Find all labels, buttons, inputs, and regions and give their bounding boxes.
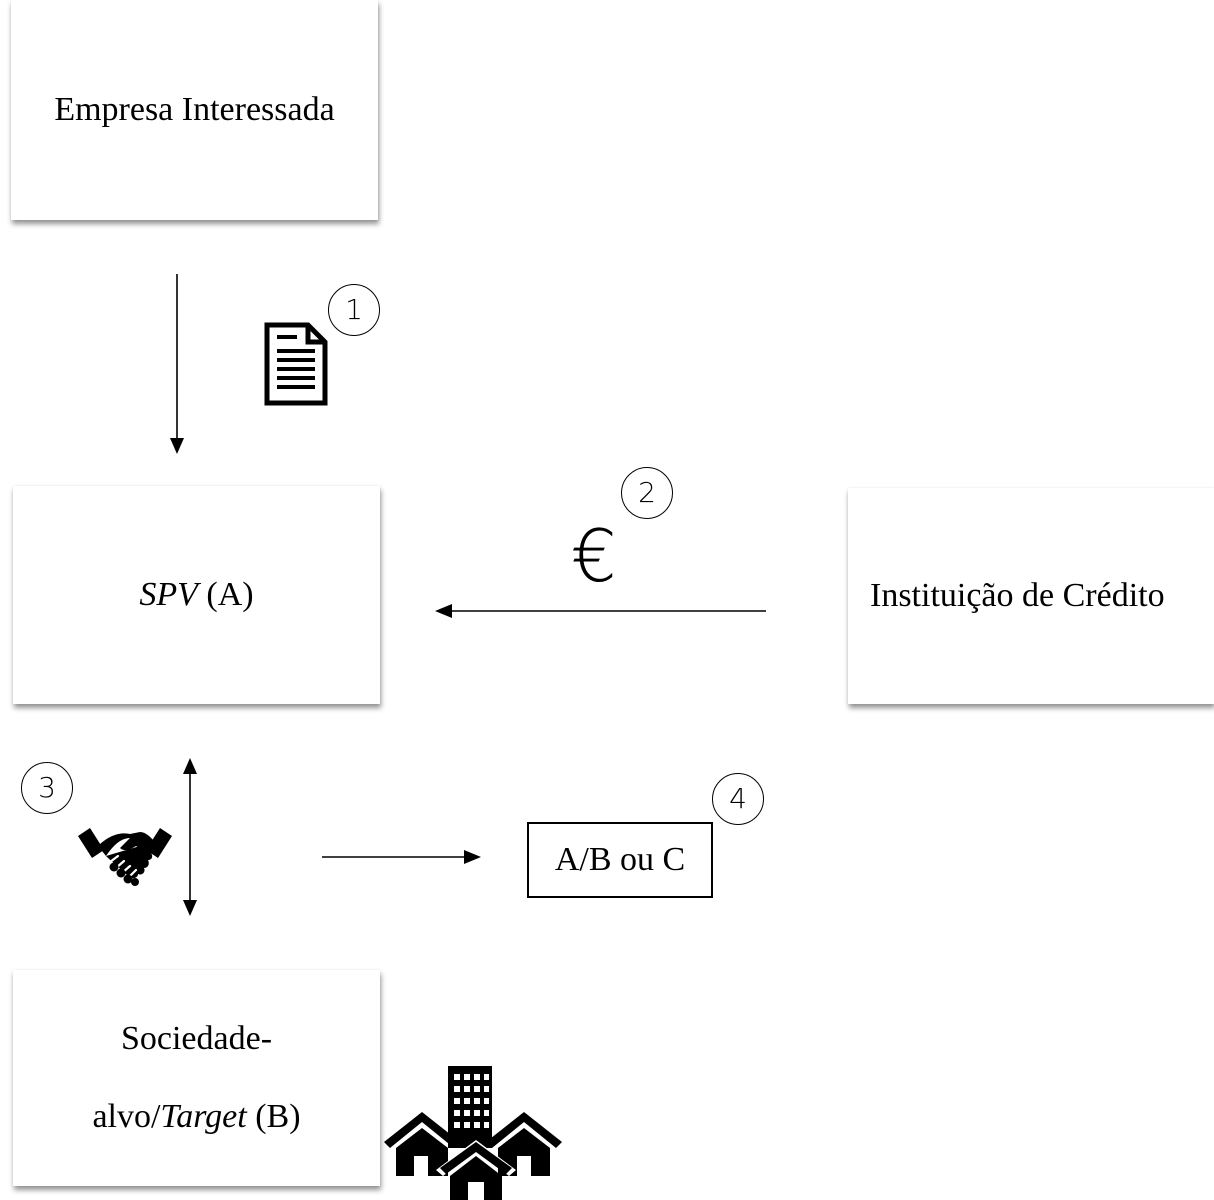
step-2-number: 2 — [638, 476, 656, 509]
step-4-circle: 4 — [712, 773, 764, 825]
arrow-spv-target-bidirectional — [183, 758, 197, 916]
target-italic-text: Target — [160, 1098, 247, 1135]
arrow-credito-to-spv — [435, 604, 766, 618]
spv-suffix-text: (A) — [197, 576, 254, 613]
spv-box: SPV (A) — [13, 486, 380, 704]
buildings-icon — [384, 1066, 562, 1200]
euro-icon: € — [571, 514, 617, 598]
spv-label: SPV (A) — [139, 578, 253, 612]
outcome-label: A/B ou C — [554, 841, 686, 878]
step-3-circle: 3 — [21, 762, 73, 814]
empresa-interessada-box: Empresa Interessada — [11, 0, 378, 220]
empresa-interessada-label: Empresa Interessada — [54, 91, 335, 128]
step-2-circle: 2 — [621, 467, 673, 519]
sociedade-alvo-box: Sociedade- alvo/Target (B) — [13, 970, 380, 1186]
sociedade-alvo-line2: alvo/Target (B) — [92, 1078, 300, 1156]
instituicao-credito-label: Instituição de Crédito — [870, 577, 1165, 614]
arrow-empresa-to-spv — [170, 274, 184, 454]
sociedade-alvo-line1: Sociedade- — [120, 1020, 273, 1057]
target-suffix-text: (B) — [246, 1098, 301, 1135]
step-4-number: 4 — [729, 782, 747, 815]
step-3-number: 3 — [38, 771, 56, 804]
outcome-box: A/B ou C — [527, 822, 713, 898]
arrow-to-outcome — [322, 850, 481, 864]
spv-italic-text: SPV — [139, 576, 198, 613]
target-prefix-text: alvo/ — [92, 1098, 161, 1135]
handshake-icon — [78, 828, 172, 886]
step-1-number: 1 — [345, 293, 363, 326]
document-icon — [264, 322, 328, 406]
instituicao-credito-box: Instituição de Crédito — [848, 488, 1214, 704]
step-1-circle: 1 — [328, 284, 380, 336]
